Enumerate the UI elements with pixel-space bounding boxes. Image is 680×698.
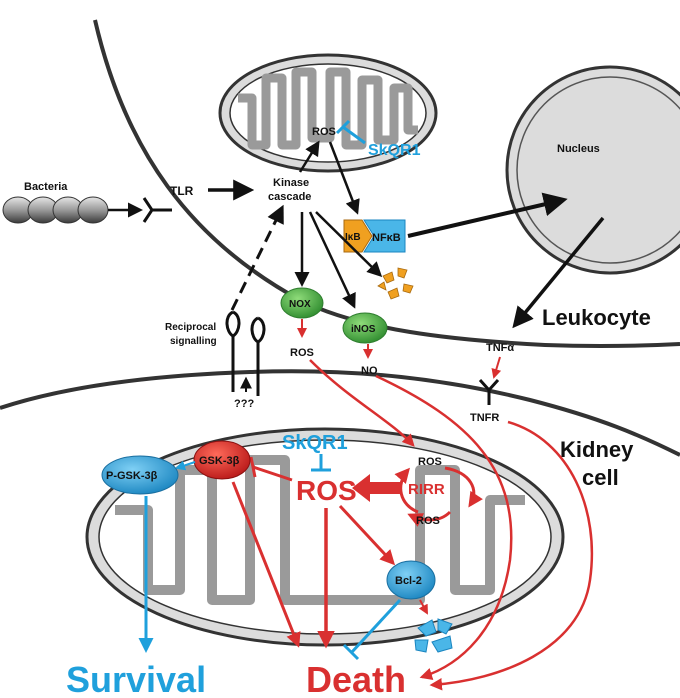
upper-mitochondrion [218,53,438,173]
bacteria-chain [2,196,109,224]
kidney-cell-label-line1: Kidney [560,437,634,462]
arrow-ros-to-bcl2 [338,504,396,566]
tlr-receptor-icon [142,197,172,223]
inos-enzyme [342,312,388,344]
skqr1-upper-inhibition [335,119,366,145]
bacteria-label: Bacteria [24,181,68,193]
arrow-kinase-to-ros-upper [298,140,320,173]
arrow-tnfr-to-death [429,420,594,691]
ros-upper-label: ROS [312,126,336,138]
arrow-nucleus-to-tnf [512,216,605,329]
bcl2-degradation-fragments-icon [414,618,453,653]
arrow-kinase-to-ikb-degradation [315,211,383,278]
reciprocal-receptors-icon [225,310,266,396]
arrow-gsk3b-to-death [231,481,301,648]
nucleus-label: Nucleus [557,143,600,155]
kinase-cascade-label-line1: Kinase [273,177,309,189]
ikb-nfkb-complex [343,219,406,253]
p-gsk3b-label: P-GSK-3β [106,470,158,482]
ros-rirr-top-label: ROS [418,456,442,468]
leukocyte-label: Leukocyte [542,305,651,330]
unknown-signal-label: ??? [234,398,254,410]
reciprocal-signalling-label-line2: signalling [170,336,217,347]
ikb-degradation-fragments-icon [377,267,414,300]
ros-inhibits-gsk3b [249,456,293,482]
kinase-cascade-label-line2: cascade [268,191,311,203]
inos-label: iNOS [351,324,376,335]
arrow-bcl2-to-degradation [418,599,428,615]
arrow-gsk3b-to-pgsk3b [175,460,196,471]
rirr-loop-arrow-bottom [407,510,452,527]
arrow-tnf-to-tnfr [491,356,502,379]
arrow-nfkb-to-nucleus [407,192,568,238]
bcl2-inhibits-death [342,598,402,661]
survival-label: Survival [66,659,206,698]
reciprocal-signalling-label-line1: Reciprocal [165,322,216,333]
ros-main-label: ROS [296,475,357,506]
nox-label: NOX [289,299,311,310]
nox-enzyme [280,287,324,319]
kidney-cell-label-line2: cell [582,465,619,490]
tnfr-receptor-icon [478,378,500,405]
death-label: Death [306,659,406,698]
ros-nox-label: ROS [290,347,314,359]
ikb-label: IκB [345,232,361,243]
gsk3b-protein [193,440,251,480]
arrow-kinase-to-inos [308,211,356,309]
bcl2-protein [386,560,436,600]
bcl2-label: Bcl-2 [395,575,422,587]
tlr-label: TLR [170,184,194,198]
p-gsk3b-protein [101,455,179,495]
gsk3b-label: GSK-3β [199,455,240,467]
kidney-cell-membrane [0,369,680,457]
nucleus [505,65,680,275]
rirr-loop-arrow-right [444,466,483,508]
arrow-ros-to-nfkb [328,141,360,215]
tnfr-label: TNFR [470,412,499,424]
skqr1-lower-label: SkQR1 [282,432,348,454]
arrow-no-to-death [375,374,513,680]
ros-rirr-bottom-label: ROS [416,515,440,527]
arrow-ros-from-nox-to-rirr [309,359,415,447]
arrow-rirr-to-ros [352,474,402,502]
rirr-label: RIRR [408,481,445,498]
skqr1-upper-label: SkQR1 [368,142,421,159]
no-label: NO [361,365,378,377]
tnf-alpha-label: TNFα [486,342,514,354]
skqr1-lower-inhibition [311,454,331,472]
nfkb-label: NFκB [372,232,401,244]
